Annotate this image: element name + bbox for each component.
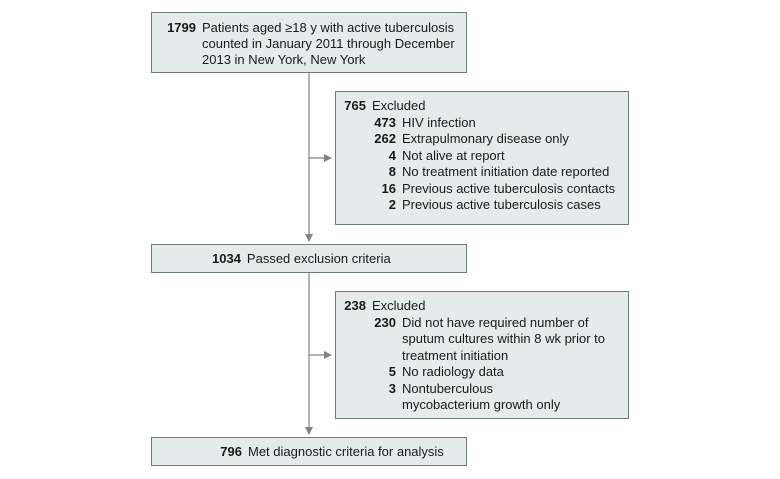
exclusion-1-item-count: 4 (388, 147, 396, 163)
exclusion-2-item-count: 5 (388, 364, 396, 379)
list-item: 473 HIV infection (336, 115, 622, 132)
list-item: 4 Not alive at report (336, 148, 622, 165)
list-item: 16 Previous active tuberculosis contacts (336, 181, 622, 198)
exclusion-box-2: 238 Excluded 230 Did not have required n… (335, 291, 629, 419)
start-box: 1799 Patients aged ≥18 y with active tub… (151, 12, 467, 73)
exclusion-1-item-text: Previous active tuberculosis cases (402, 197, 601, 212)
passed-count: 1034 (212, 251, 241, 266)
exclusion-1-header: 765 Excluded (336, 98, 622, 115)
exclusion-2-count: 238 (344, 298, 366, 313)
list-item: 5 No radiology data (336, 364, 622, 381)
start-count: 1799 (167, 20, 196, 35)
exclusion-1-item-count: 16 (381, 180, 396, 196)
list-item: 262 Extrapulmonary disease only (336, 131, 622, 148)
exclusion-1-item-count: 262 (374, 131, 396, 146)
exclusion-1-item-count: 473 (374, 114, 396, 130)
start-text: Patients aged ≥18 y with active tubercul… (202, 20, 455, 67)
final-count: 796 (220, 444, 242, 459)
list-item: 230 Did not have required number of sput… (336, 315, 622, 365)
exclusion-1-item-text: Previous active tuberculosis contacts (402, 180, 616, 196)
exclusion-2-item-text: Nontuberculous mycobacterium growth only (402, 380, 561, 413)
passed-box: 1034 Passed exclusion criteria (151, 244, 467, 273)
list-item: 3 Nontuberculous mycobacterium growth on… (336, 381, 622, 414)
exclusion-1-item-count: 2 (388, 197, 396, 212)
exclusion-2-header: 238 Excluded (336, 298, 622, 315)
exclusion-1-item-text: Extrapulmonary disease only (402, 131, 569, 146)
exclusion-box-1: 765 Excluded 473 HIV infection 262 Extra… (335, 91, 629, 225)
exclusion-1-label: Excluded (372, 98, 426, 113)
exclusion-2-item-count: 3 (388, 380, 396, 396)
final-text: Met diagnostic criteria for analysis (248, 444, 444, 459)
exclusion-2-label: Excluded (372, 298, 426, 313)
exclusion-2-item-text: No radiology data (402, 364, 504, 379)
exclusion-2-item-count: 230 (374, 314, 396, 330)
exclusion-1-item-text: HIV infection (402, 114, 476, 130)
passed-text: Passed exclusion criteria (246, 251, 391, 266)
list-item: 2 Previous active tuberculosis cases (336, 197, 622, 214)
exclusion-1-item-text: Not alive at report (402, 147, 505, 163)
list-item: 8 No treatment initiation date reported (336, 164, 622, 181)
final-box: 796 Met diagnostic criteria for analysis (151, 437, 467, 466)
exclusion-2-item-text: Did not have required number of sputum c… (402, 314, 606, 363)
exclusion-1-item-text: No treatment initiation date reported (402, 164, 610, 179)
exclusion-1-item-count: 8 (388, 164, 396, 179)
exclusion-1-count: 765 (344, 98, 366, 113)
